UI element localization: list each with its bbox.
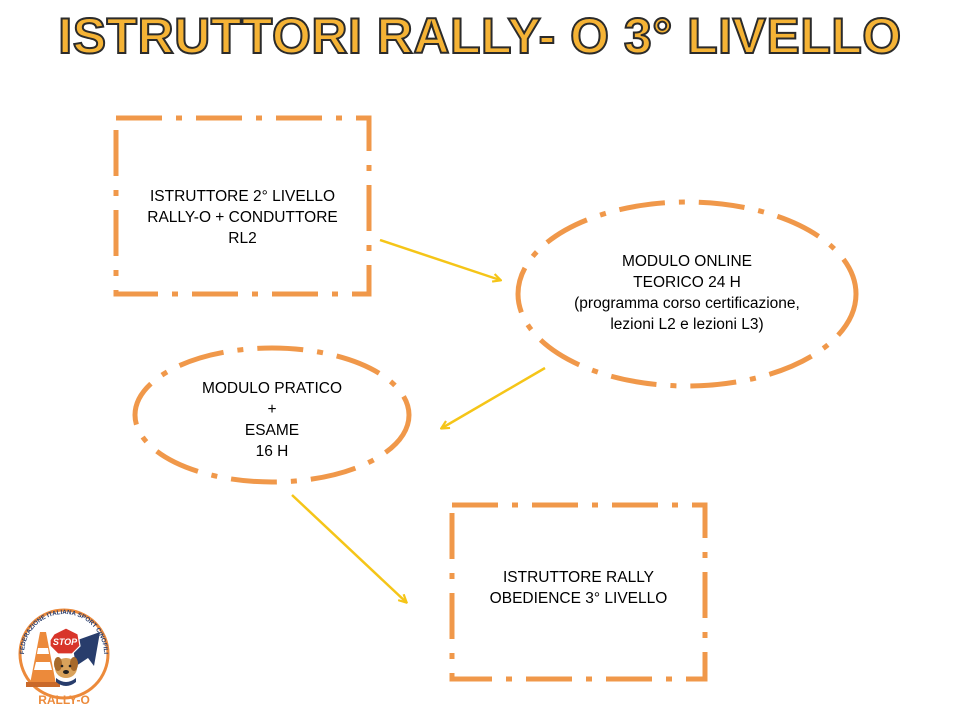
ellipse2-line: +: [267, 401, 277, 418]
node-ellipse-modulo-online: [515, 199, 859, 389]
arrow-ellipse2-to-box2: [291, 494, 406, 602]
box2-text: ISTRUTTORE RALLY OBEDIENCE 3° LIVELLO: [452, 567, 705, 609]
box1-line: RL2: [228, 230, 257, 247]
ellipse1-line: (programma corso certificazione,: [574, 295, 800, 312]
node-box-livello3: [449, 502, 708, 682]
ellipse2-text: MODULO PRATICO + ESAME 16 H: [135, 378, 409, 462]
svg-text:STOP: STOP: [53, 637, 78, 647]
arrow-ellipse1-to-ellipse2: [442, 366, 546, 428]
ellipse1-line: TEORICO 24 H: [633, 274, 741, 291]
logo-brand-text: RALLY-O: [38, 693, 90, 707]
dog-icon: [54, 657, 78, 686]
box1-line: RALLY-O + CONDUTTORE: [147, 209, 338, 226]
node-box-livello2: [113, 115, 372, 297]
ellipse2-line: MODULO PRATICO: [201, 380, 343, 397]
box1-line: ISTRUTTORE 2° LIVELLO: [149, 188, 336, 205]
slide-title: ISTRUTTORI RALLY- O 3° LIVELLO: [57, 7, 902, 65]
ellipse1-line: lezioni L2 e lezioni L3): [610, 316, 764, 333]
box1-text: ISTRUTTORE 2° LIVELLO RALLY-O + CONDUTTO…: [116, 186, 369, 249]
traffic-cone-icon: [26, 632, 60, 687]
ellipse1-line: MODULO ONLINE: [621, 253, 753, 270]
stop-sign-icon: STOP: [49, 627, 81, 655]
ellipse2-line: 16 H: [255, 443, 289, 460]
node-ellipse-modulo-pratico: [132, 345, 412, 485]
rally-o-logo: FEDERAZIONE ITALIANA SPORT CINOFILI STOP: [18, 608, 110, 707]
arrow-box1-to-ellipse1: [379, 238, 500, 280]
ellipse2-line: ESAME: [244, 422, 300, 439]
ellipse1-text: MODULO ONLINE TEORICO 24 H (programma co…: [518, 251, 856, 335]
box2-line: OBEDIENCE 3° LIVELLO: [489, 590, 668, 607]
box2-line: ISTRUTTORE RALLY: [502, 569, 654, 586]
